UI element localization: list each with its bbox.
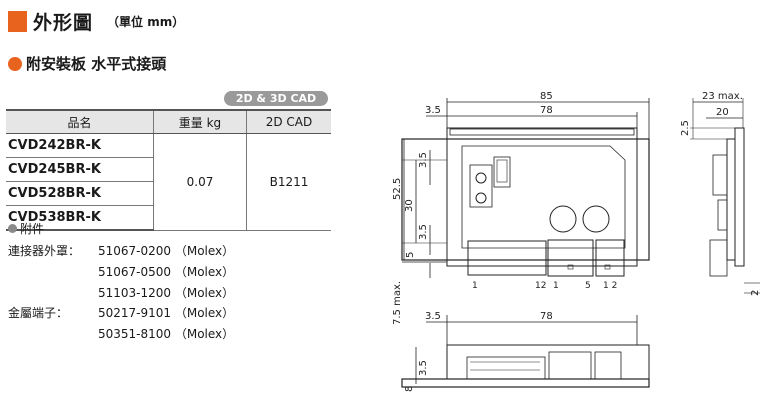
accessory-label: 金屬端子：: [8, 306, 69, 320]
accessories-heading: 附件: [8, 220, 44, 237]
pin-label: 1 2: [603, 281, 617, 291]
dim-3-5: 3.5: [418, 224, 429, 240]
side-view: [690, 98, 760, 294]
dim-20: 20: [716, 107, 729, 118]
accessory-label: 連接器外罩：: [8, 244, 81, 258]
cad-value: B1211: [246, 133, 331, 231]
model-name: CVD245BR-K: [6, 157, 154, 182]
spec-table: 品名 重量 kg 2D CAD CVD242BR-K 0.07 B1211 CV…: [6, 109, 331, 231]
accessory-part: 50217-9101 （Molex）: [98, 306, 235, 320]
dim-8: 8: [404, 386, 415, 392]
cad-badge: 2D & 3D CAD: [224, 91, 328, 106]
dim-3-5: 3.5: [425, 105, 441, 116]
unit-note: （單位 mm）: [107, 15, 185, 29]
dim-3-5: 3.5: [418, 360, 429, 376]
accessory-part: 50351-8100 （Molex）: [98, 327, 235, 341]
weight-value: 0.07: [153, 133, 247, 231]
dim-2: 2: [750, 290, 761, 296]
dim-30: 30: [404, 199, 415, 212]
title-marker: [8, 11, 27, 32]
pin-label: 1: [472, 281, 478, 291]
accessory-part: 51067-0500 （Molex）: [98, 265, 235, 279]
dim-78: 78: [540, 105, 553, 116]
section-bullet: [8, 56, 22, 71]
top-dimension-lines: [426, 98, 650, 139]
dim-3-5: 3.5: [418, 152, 429, 168]
accessories-bullet: [8, 224, 17, 233]
section-heading: 附安裝板 水平式接頭: [8, 53, 166, 74]
dim-78: 78: [540, 311, 553, 322]
dim-2-5: 2.5: [680, 120, 691, 136]
pin-label: 1: [553, 281, 559, 291]
accessory-part: 51103-1200 （Molex）: [98, 286, 235, 300]
col-header-weight: 重量 kg: [153, 109, 247, 134]
accessory-part: 51067-0200 （Molex）: [98, 244, 235, 258]
dim-5: 5: [405, 252, 416, 258]
bottom-view: [401, 315, 650, 388]
model-name: CVD538BR-K: [6, 205, 154, 231]
front-view: [401, 127, 650, 277]
left-dimension-lines: [402, 139, 447, 278]
dim-85: 85: [540, 91, 553, 102]
dim-52-5: 52.5: [392, 178, 403, 200]
pin-label: 12: [535, 281, 546, 291]
page-title-block: 外形圖 （單位 mm）: [8, 8, 184, 35]
col-header-name: 品名: [6, 109, 154, 134]
pin-label: 5: [585, 281, 591, 291]
page-title: 外形圖: [33, 12, 94, 34]
dim-7-5max: 7.5 max.: [392, 281, 403, 325]
model-name: CVD242BR-K: [6, 133, 154, 158]
dim-3-5: 3.5: [425, 311, 441, 322]
section-title: 附安裝板 水平式接頭: [26, 55, 167, 73]
model-name: CVD528BR-K: [6, 181, 154, 206]
accessories-title: 附件: [20, 222, 45, 236]
col-header-cad: 2D CAD: [246, 109, 331, 134]
dim-23max: 23 max.: [702, 91, 743, 102]
